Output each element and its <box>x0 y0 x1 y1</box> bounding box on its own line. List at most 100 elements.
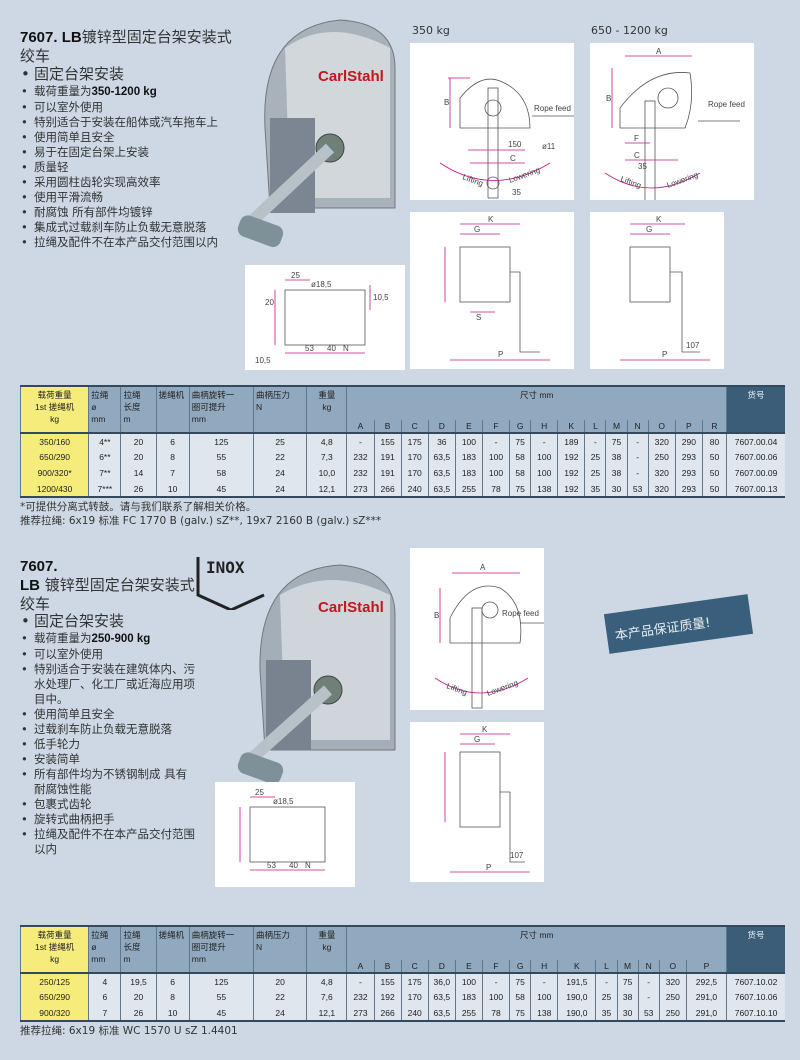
svg-text:25: 25 <box>255 788 264 797</box>
table-cell: 320 <box>647 465 676 481</box>
svg-text:K: K <box>482 725 488 734</box>
dim-letter-f: F <box>481 960 510 973</box>
svg-text:G: G <box>474 735 480 744</box>
table-cell: 12,1 <box>306 1005 347 1021</box>
section1-feature-list: 固定台架安装载荷重量为350-1200 kg可以室外使用特别适合于安装在船体或汽… <box>18 65 243 250</box>
diagram-caption-350: 350 kg <box>412 24 450 37</box>
table-cell: 55 <box>188 449 254 465</box>
table-cell: 80 <box>701 432 727 449</box>
svg-text:Rope feed: Rope feed <box>534 104 571 113</box>
svg-text:B: B <box>434 611 439 620</box>
table-cell: 25 <box>584 465 606 481</box>
table-cell: - <box>626 465 649 481</box>
svg-text:35: 35 <box>512 188 521 197</box>
table-cell: 58 <box>509 465 531 481</box>
table-cell: 170 <box>400 449 429 465</box>
svg-text:N: N <box>343 344 349 353</box>
table-cell: 6 <box>155 432 190 449</box>
table-cell: 900/320* <box>19 465 89 481</box>
svg-text:INOX: INOX <box>206 558 245 577</box>
table-cell: - <box>637 972 660 989</box>
diagram-base-plate: 25 ø18,5 10,5 20 53 40 N 10,5 <box>245 265 405 370</box>
table-cell: 183 <box>454 449 483 465</box>
svg-text:25: 25 <box>291 271 300 280</box>
table-cell: 36,0 <box>427 972 456 989</box>
dim-letter-f: F <box>481 420 510 433</box>
table-cell: 100 <box>481 989 510 1005</box>
table-cell: 255 <box>454 481 483 497</box>
dim-letter-b: B <box>373 960 402 973</box>
table-cell: 63,5 <box>427 449 456 465</box>
table-cell: 232 <box>346 465 375 481</box>
table-cell: 30 <box>605 481 628 497</box>
svg-text:Lifting: Lifting <box>445 681 468 697</box>
col-article-no: 货号 <box>726 386 785 433</box>
table-cell: 8 <box>155 449 190 465</box>
diagram-inox-side: A B Rope feed Lifting Lowering <box>410 548 544 710</box>
table-cell: 290 <box>674 432 703 449</box>
table-cell: 6 <box>88 989 121 1005</box>
svg-text:A: A <box>656 47 662 56</box>
dim-letter-g: G <box>509 960 531 973</box>
table-cell: 53 <box>626 481 649 497</box>
svg-text:C: C <box>510 154 516 163</box>
table-cell: 75 <box>509 432 531 449</box>
svg-text:40: 40 <box>289 861 298 870</box>
svg-text:K: K <box>656 215 662 224</box>
dim-letter-p: P <box>685 960 727 973</box>
svg-text:K: K <box>488 215 494 224</box>
table-cell: 36 <box>427 432 456 449</box>
table-cell: 19,5 <box>120 972 157 989</box>
table-cell: 320 <box>658 972 687 989</box>
svg-text:C: C <box>634 151 640 160</box>
dim-letter-n: N <box>626 420 649 433</box>
table-cell: 293 <box>674 481 703 497</box>
table-cell: 175 <box>400 972 429 989</box>
diagram-caption-650-1200: 650 - 1200 kg <box>591 24 668 37</box>
table-cell: 8 <box>155 989 190 1005</box>
svg-text:ø18,5: ø18,5 <box>311 280 332 289</box>
table-cell: 10,0 <box>306 465 347 481</box>
feature-item: 包裹式齿轮 <box>18 797 198 812</box>
table-cell: 63,5 <box>427 481 456 497</box>
svg-text:P: P <box>498 350 503 359</box>
feature-item: 拉绳及配件不在本产品交付范围以内 <box>18 235 243 250</box>
svg-text:Rope feed: Rope feed <box>708 100 745 109</box>
table-cell: 50 <box>701 449 727 465</box>
table-cell: 12,1 <box>306 481 347 497</box>
col-dimensions: 尺寸 mm <box>346 926 727 960</box>
table-cell: 7607.00.09 <box>726 465 785 481</box>
table-cell: - <box>481 432 510 449</box>
table-cell: 7607.00.06 <box>726 449 785 465</box>
feature-item: 特别适合于安装在建筑体内、污水处理厂、化工厂或近海应用项目中。 <box>18 662 198 707</box>
table-cell: 22 <box>253 989 307 1005</box>
table-cell: 191,5 <box>557 972 596 989</box>
table-cell: 183 <box>454 989 483 1005</box>
dim-letter-a: A <box>346 420 375 433</box>
diagram-650-1200kg-side: A B Rope feed F C 35 Lifting Lowering <box>590 43 754 202</box>
svg-text:ø18,5: ø18,5 <box>273 797 294 806</box>
table-cell: 138 <box>530 481 558 497</box>
feature-item: 固定台架安装 <box>18 612 198 631</box>
table-cell: 7607.00.13 <box>726 481 785 497</box>
feature-item: 拉绳及配件不在本产品交付范围以内 <box>18 827 198 857</box>
table-cell: 170 <box>400 465 429 481</box>
diagram-inox-base-plate: 25 ø18,5 53 40 N <box>215 782 355 887</box>
table-cell: 292,5 <box>685 972 727 989</box>
table-cell: 20 <box>120 449 157 465</box>
table-cell: 78 <box>481 1005 510 1021</box>
